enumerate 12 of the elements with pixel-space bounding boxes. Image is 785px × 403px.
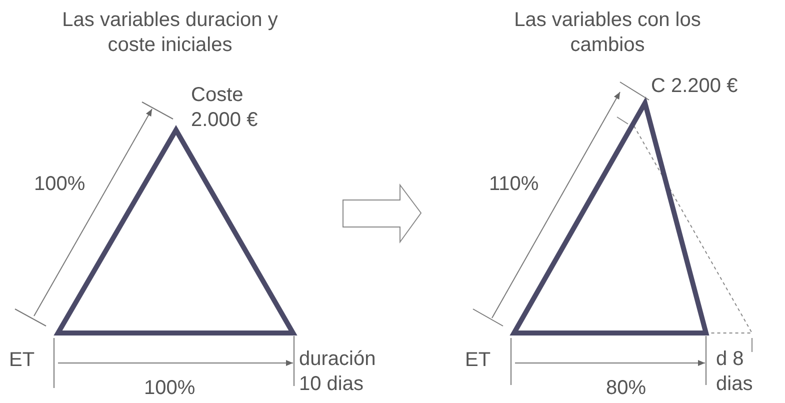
vertex-label: duración 10 dias (299, 347, 377, 397)
dimension-label: 110% (489, 172, 540, 197)
vertex-label: C 2.200 € (651, 74, 739, 99)
vertex-label: ET (9, 348, 36, 373)
dimension-label: 100% (144, 376, 196, 401)
dimension-label: 100% (34, 172, 86, 197)
panel-heading: Las variables duracion y coste iniciales (61, 8, 279, 58)
vertex-label: d 8 dias (716, 347, 754, 397)
dimension-label: 80% (606, 376, 648, 401)
panel-heading: Las variables con los cambios (513, 8, 702, 58)
vertex-label: Coste 2.000 € (191, 83, 259, 133)
vertex-label: ET (465, 348, 492, 373)
